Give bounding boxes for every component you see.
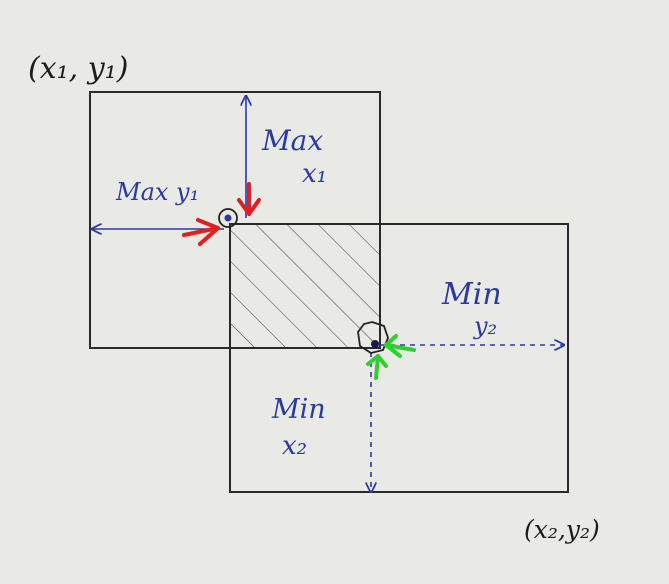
green-arrow-icon [366, 334, 416, 380]
min-y2-label-line1: Min [441, 277, 502, 312]
intersection-region [230, 224, 380, 348]
box-1 [89, 91, 381, 349]
min-x2-label-line2: x₂ [282, 431, 307, 461]
box-2 [229, 223, 569, 493]
red-arrow-icon [182, 182, 261, 246]
min-x2-label-line1: Min [271, 394, 326, 425]
max-x1-label-line2: x₁ [302, 159, 327, 189]
min-y2-label-line2: y₂ [473, 312, 497, 340]
intersection-start-marker [218, 208, 238, 228]
intersection-end-marker [357, 321, 389, 354]
max-y1-label: Max y₁ [115, 178, 199, 206]
top-left-corner-label: (x₁, y₁) [28, 51, 128, 86]
bottom-right-corner-label: (x₂,y₂) [524, 515, 600, 544]
max-x1-label-line1: Max [261, 124, 323, 157]
